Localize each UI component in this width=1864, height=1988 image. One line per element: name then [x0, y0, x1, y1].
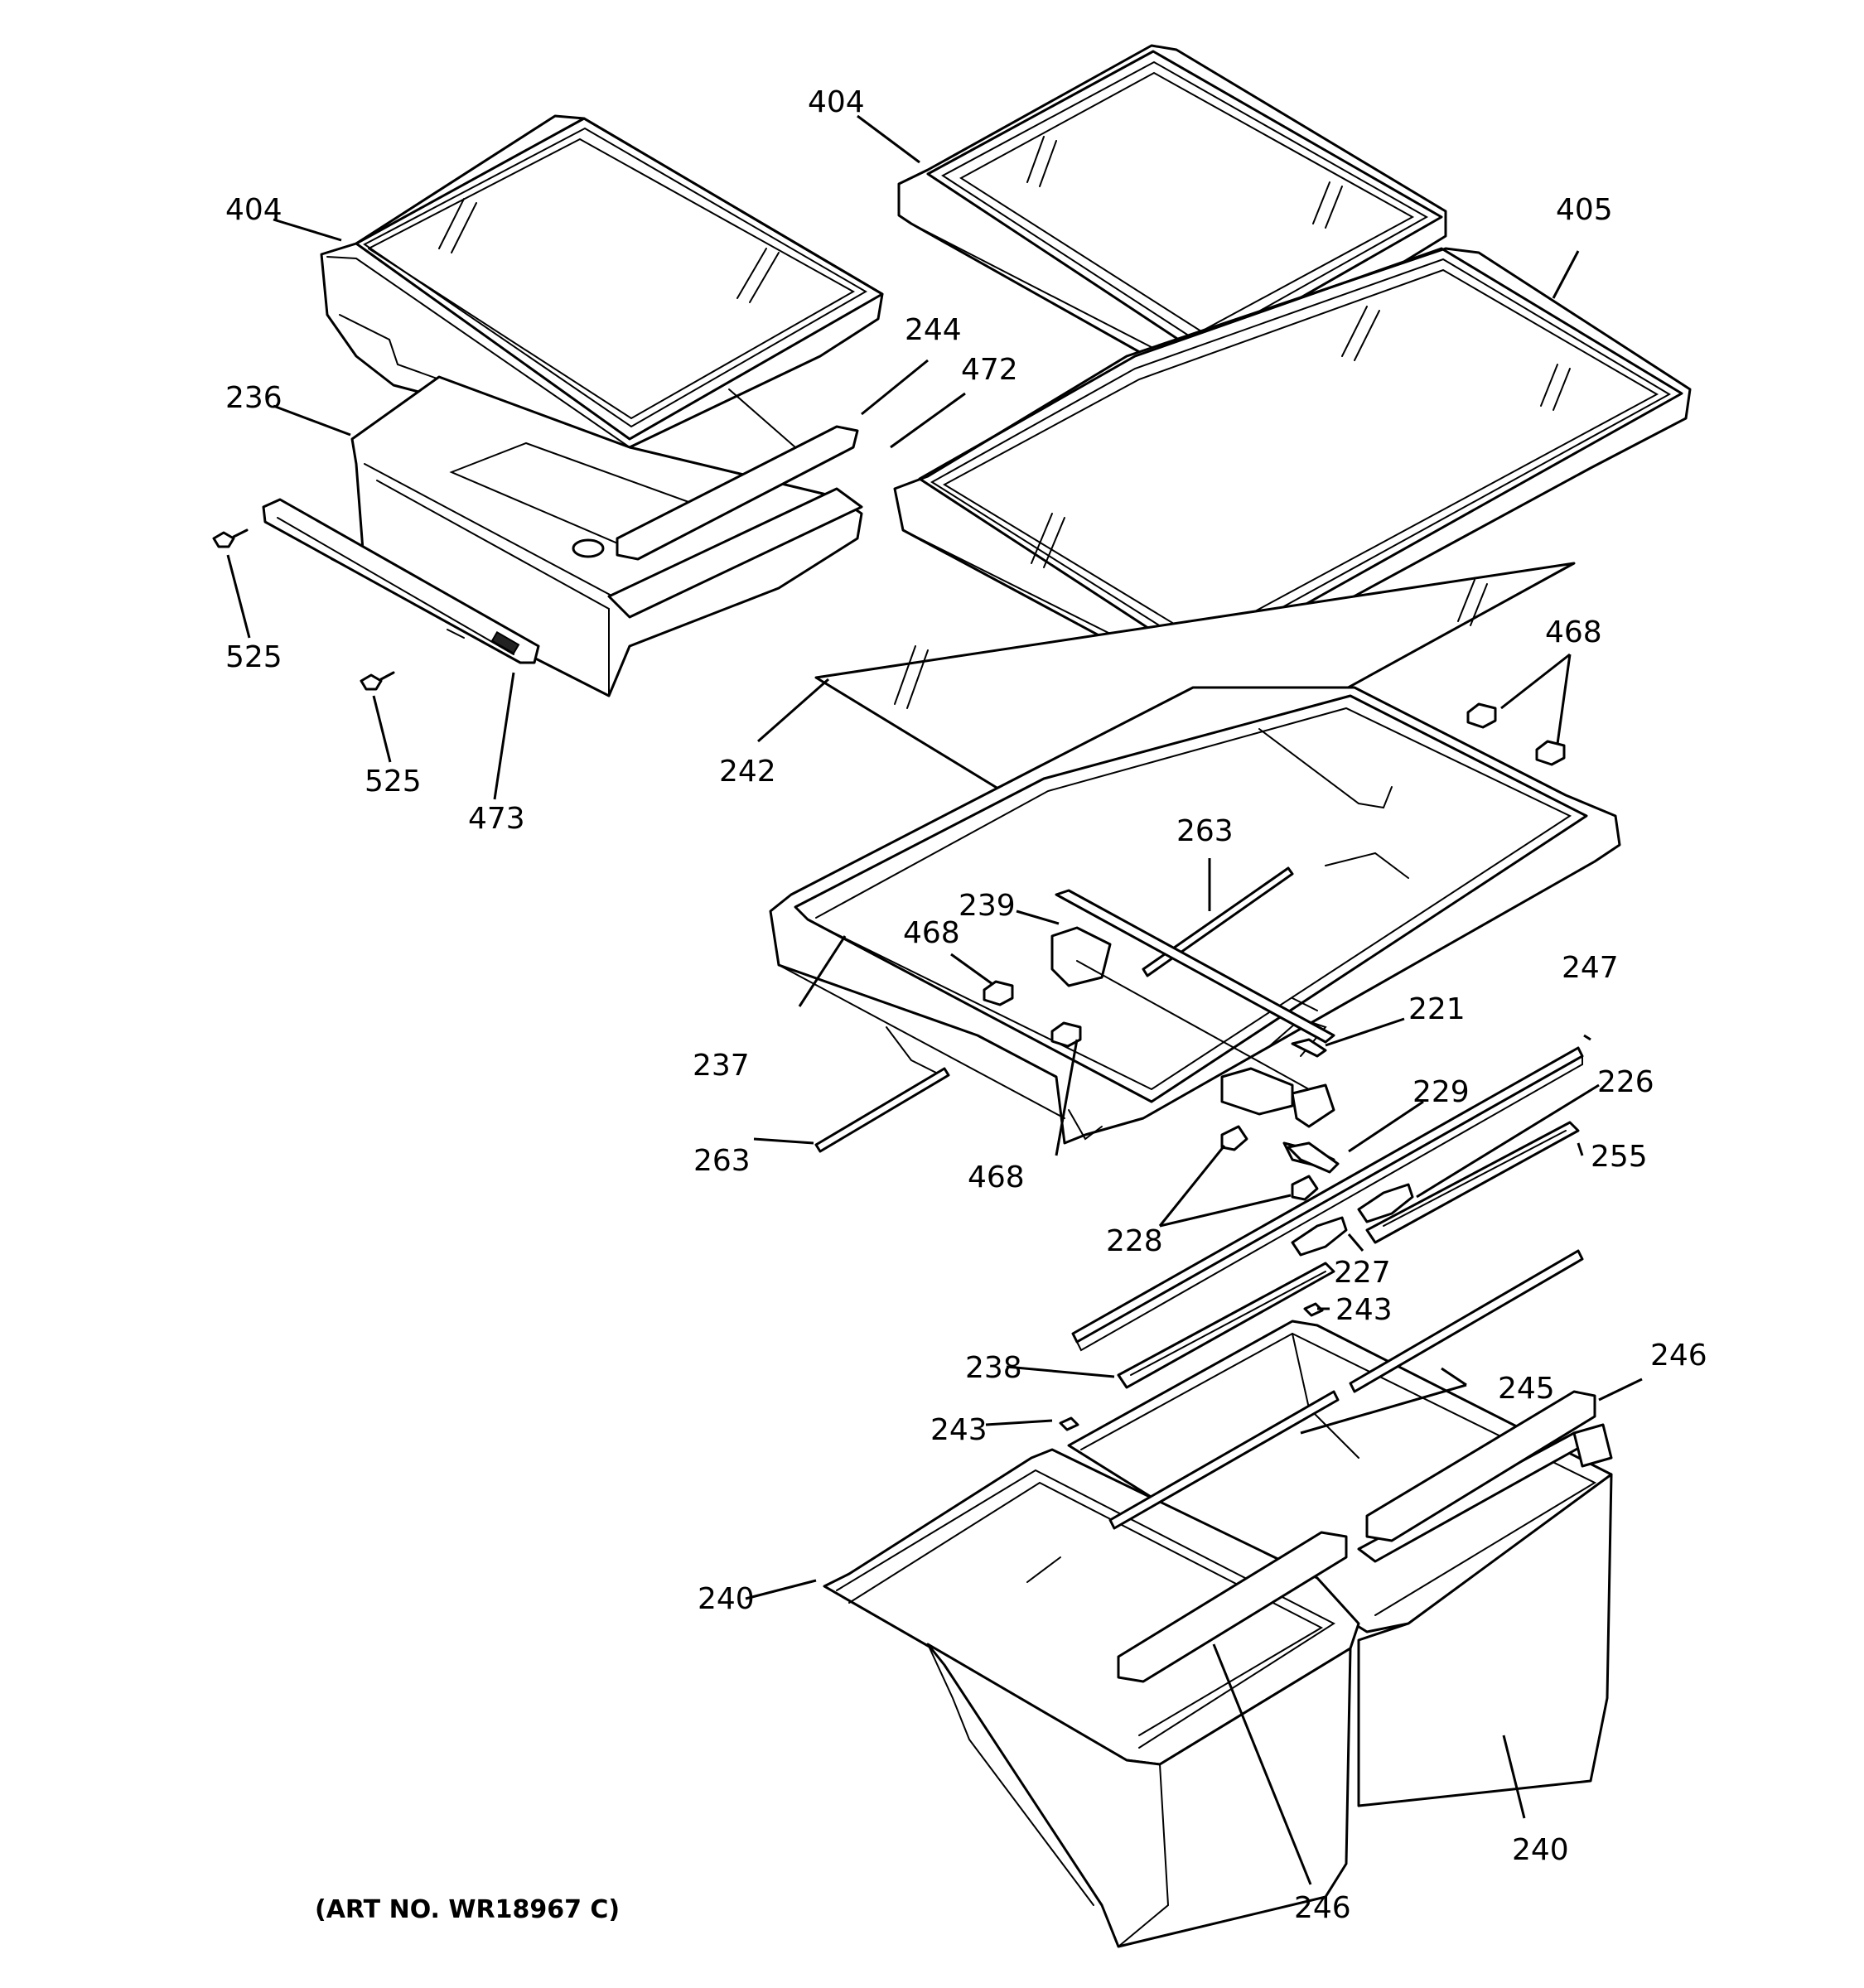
long-rail-247: [1071, 1046, 1584, 1352]
callout-263-upper: 263: [1176, 814, 1234, 848]
art-number: (ART NO. WR18967 C): [315, 1895, 621, 1924]
callout-229: 229: [1412, 1075, 1470, 1109]
callout-242: 242: [719, 755, 776, 789]
glass-shelf-left: [320, 114, 884, 449]
rail-255: [1365, 1121, 1580, 1244]
callout-237: 237: [693, 1049, 750, 1083]
callout-247: 247: [1562, 951, 1619, 985]
callout-227: 227: [1334, 1256, 1391, 1290]
callout-244: 244: [905, 313, 962, 347]
strip-245-upper: [1349, 1249, 1584, 1393]
callout-240-right: 240: [1512, 1833, 1569, 1867]
callout-468-mid: 468: [903, 916, 960, 950]
callout-240-left: 240: [698, 1582, 755, 1616]
screw-lower: [360, 671, 395, 691]
callout-236: 236: [225, 381, 282, 415]
callout-525-lower: 525: [365, 765, 422, 799]
leader-lines: [226, 114, 1643, 1885]
strip-245-lower: [1108, 1390, 1340, 1530]
divider-rail: [1050, 889, 1335, 1090]
crisper-pan-rear: [1067, 1320, 1613, 1807]
callout-238: 238: [965, 1351, 1022, 1385]
callout-239: 239: [959, 889, 1016, 923]
callout-473: 473: [468, 802, 525, 836]
clip-228-1: [1220, 1125, 1248, 1151]
pad-243-lower: [1059, 1416, 1079, 1431]
clip-228-2: [1291, 1175, 1319, 1201]
callout-labels: 404 404 405 244 472 236 525 525 473 242 …: [225, 85, 1707, 1925]
screw-upper: [212, 528, 249, 548]
callout-246-right: 246: [1650, 1339, 1707, 1373]
handle-246-rear: [1365, 1390, 1596, 1542]
callout-468-lower: 468: [968, 1160, 1025, 1194]
callout-404-right: 404: [808, 85, 865, 119]
clip-468-mid-1: [983, 980, 1014, 1006]
rail-238: [1117, 1262, 1335, 1389]
slide-263-lower: [814, 1067, 950, 1153]
slide-263-upper: [1142, 866, 1294, 977]
hinge-229: [1287, 1141, 1340, 1174]
callout-468-upper: 468: [1545, 615, 1602, 649]
callout-246-bottom: 246: [1294, 1891, 1351, 1925]
callout-226: 226: [1597, 1065, 1654, 1099]
callout-255: 255: [1591, 1140, 1648, 1174]
crisper-cover-frame: [769, 686, 1621, 1145]
glass-shelf-right-upper: [897, 44, 1447, 374]
clip-468-mid-2: [1050, 1021, 1082, 1048]
callout-263-lower: 263: [693, 1144, 751, 1178]
rail-221: [1291, 1038, 1327, 1058]
callout-472: 472: [961, 353, 1018, 387]
callout-228: 228: [1106, 1224, 1163, 1258]
handle-246-front: [1117, 1531, 1348, 1683]
callout-245: 245: [1498, 1372, 1555, 1406]
pad-243-upper: [1303, 1302, 1324, 1317]
callout-525-upper: 525: [225, 640, 282, 674]
callout-243-lower: 243: [930, 1413, 988, 1447]
clip-468-upper-2: [1535, 740, 1566, 766]
clip-468-upper-1: [1466, 702, 1497, 729]
latch-226: [1357, 1183, 1414, 1223]
callout-405: 405: [1556, 193, 1613, 227]
callout-243-upper: 243: [1335, 1293, 1393, 1327]
drawer-slide-rail: [262, 498, 540, 664]
callout-221: 221: [1408, 992, 1466, 1026]
latch-227: [1291, 1216, 1348, 1257]
callout-404-left: 404: [225, 193, 282, 227]
